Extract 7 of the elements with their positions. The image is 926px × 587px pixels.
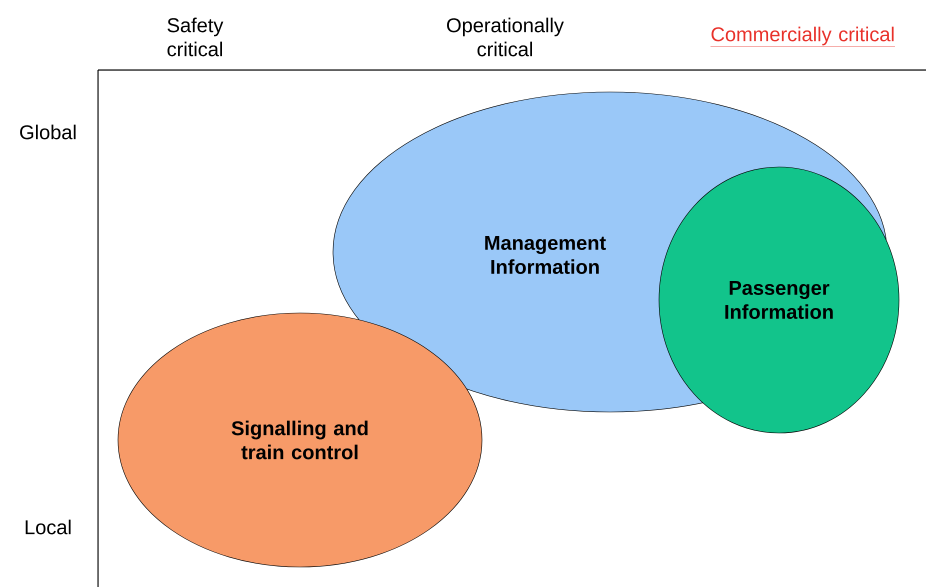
- ellipse-region: Signalling and train control: [118, 312, 482, 568]
- axis-label: Operationally critical: [447, 18, 564, 56]
- ellipse-region: Passenger Information: [658, 166, 900, 434]
- axis-label: Local: [26, 520, 71, 534]
- axis-label: Global: [20, 124, 76, 140]
- axis-label: Commercially critical: [710, 26, 896, 47]
- axis-label: Safety critical: [168, 18, 224, 56]
